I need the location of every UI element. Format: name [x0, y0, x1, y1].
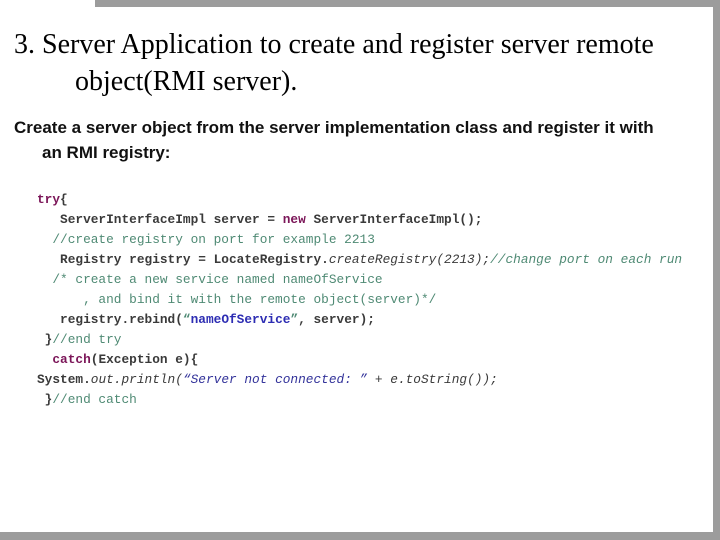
code-token: Registry registry = LocateRegistry.: [37, 252, 329, 267]
code-token: ServerInterfaceImpl();: [305, 212, 483, 227]
code-token: + e.toString());: [367, 372, 498, 387]
right-border-bar: [713, 0, 720, 540]
code-token: //change port on each run: [490, 252, 683, 267]
code-token: registry.rebind(: [37, 312, 183, 327]
code-token: System.: [37, 372, 91, 387]
code-token: (Exception e){: [90, 352, 199, 367]
code-line: /* create a new service named nameOfServ…: [37, 270, 717, 290]
code-token: try: [37, 192, 61, 207]
code-token: ”: [290, 312, 299, 327]
slide-title-line-2: object(RMI server).: [75, 66, 298, 97]
bottom-border-bar: [0, 532, 720, 540]
code-token: }: [37, 332, 53, 347]
slide-title: 3. Server Application to create and regi…: [14, 26, 704, 100]
slide-title-line-1: 3. Server Application to create and regi…: [14, 29, 654, 60]
code-line: }//end try: [37, 330, 717, 350]
code-token: //end try: [52, 332, 122, 347]
code-line: ServerInterfaceImpl server = new ServerI…: [37, 210, 717, 230]
code-token: nameOfService: [190, 312, 291, 327]
code-line: try{: [37, 190, 717, 210]
code-token: “: [182, 312, 191, 327]
code-line: , and bind it with the remote object(ser…: [37, 290, 717, 310]
code-token: [37, 352, 52, 367]
code-token: createRegistry(2213);: [328, 252, 491, 267]
code-token: {: [60, 192, 68, 207]
slide-subtitle-line-2: an RMI registry:: [42, 143, 171, 162]
code-line: //create registry on port for example 22…: [37, 230, 717, 250]
code-token: //create registry on port for example 22…: [37, 232, 375, 247]
code-token: , and bind it with the remote object(ser…: [37, 292, 437, 307]
code-line: catch(Exception e){: [37, 350, 717, 370]
code-token: new: [282, 212, 306, 227]
code-block: try{ ServerInterfaceImpl server = new Se…: [37, 190, 717, 410]
code-token: }: [37, 392, 53, 407]
code-token: out.println(: [90, 372, 183, 387]
code-token: , server);: [298, 312, 375, 327]
code-token: ServerInterfaceImpl server =: [37, 212, 283, 227]
code-token: //end catch: [52, 392, 137, 407]
slide-subtitle-line-1: Create a server object from the server i…: [14, 118, 654, 137]
code-line: Registry registry = LocateRegistry.creat…: [37, 250, 717, 270]
code-token: /* create a new service named nameOfServ…: [37, 272, 383, 287]
code-token: catch: [52, 352, 91, 367]
code-line: System.out.println(“Server not connected…: [37, 370, 717, 390]
slide-subtitle: Create a server object from the server i…: [14, 115, 704, 165]
code-line: registry.rebind(“nameOfService”, server)…: [37, 310, 717, 330]
code-line: }//end catch: [37, 390, 717, 410]
code-token: “Server not connected: ”: [182, 372, 368, 387]
top-border-bar: [95, 0, 720, 7]
